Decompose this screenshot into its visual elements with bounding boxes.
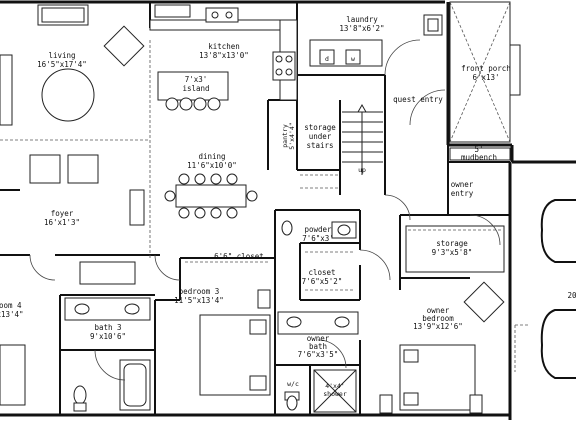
label-powder-name: powder — [304, 225, 332, 234]
owner-bedroom-fixtures — [359, 194, 505, 414]
label-stairs-up: up — [358, 166, 366, 174]
label-foyer-name: foyer — [51, 209, 74, 218]
label-laundry-dims: 13'8"x6'2" — [339, 24, 384, 33]
room-labels: living 16'5"x17'4" kitchen 13'8"x13'0" 7… — [0, 15, 576, 398]
label-owner-bath-dims: 7'6"x3'5" — [298, 350, 339, 359]
label-bath3-name: bath 3 — [94, 323, 121, 332]
label-powder-dims: 7'6"x3' — [302, 234, 334, 243]
kitchen-fixtures — [149, 4, 298, 258]
stairs — [300, 103, 383, 189]
label-owner-bedroom-1: owner — [427, 306, 450, 315]
label-dryer: d — [325, 55, 329, 63]
label-laundry-name: laundry — [346, 15, 378, 24]
label-owner-bath-1: owner — [307, 334, 330, 343]
owner-bath-fixtures — [277, 220, 359, 413]
label-storage-stairs-3: stairs — [306, 141, 333, 150]
label-owner-bath-2: bath — [309, 342, 327, 351]
label-dining-name: dining — [198, 152, 225, 161]
label-bedroom3-dims: 11'5"x13'4" — [174, 296, 224, 305]
label-owner-entry-1: owner — [451, 180, 474, 189]
label-living-name: living — [48, 51, 75, 60]
label-foyer-dims: 16'x1'3" — [44, 218, 80, 227]
bath3-fixtures — [64, 297, 151, 412]
label-front-porch-name: front porch — [461, 64, 511, 73]
label-storage-dims: 9'3"x5'8" — [432, 248, 473, 257]
foyer-fixtures — [0, 189, 181, 406]
label-mudbench-name: mudbench — [461, 153, 497, 162]
label-shower-name: shower — [323, 390, 347, 398]
label-front-porch-dims: 6'x13' — [472, 73, 499, 82]
label-owner-bedroom-2: bedroom — [422, 314, 454, 323]
dining-furniture — [164, 173, 258, 219]
label-pantry-name: pantry — [281, 124, 289, 148]
label-island-name: island — [182, 84, 209, 93]
label-pantry-dims: 5'x4'4" — [288, 122, 296, 149]
label-bath3-dims: 9'x10'6" — [90, 332, 126, 341]
label-closet-dims: 7'6"x5'2" — [302, 277, 343, 286]
label-dining-dims: 11'6"x10'0" — [187, 161, 237, 170]
label-bedroom4-dims: x13'4" — [0, 310, 24, 319]
label-owner-entry-2: entry — [451, 189, 474, 198]
label-garage-dims: 20 — [567, 291, 576, 300]
bedroom3-fixtures — [185, 261, 271, 396]
label-shower-dims: 4'x4' — [325, 382, 345, 390]
garage-cars — [514, 199, 576, 379]
label-hall-closet: 6'6" closet — [214, 252, 264, 261]
label-bedroom3-name: bedroom 3 — [179, 287, 220, 296]
label-wc: w/c — [287, 380, 299, 388]
porch — [449, 1, 521, 143]
label-storage-name: storage — [436, 239, 468, 248]
label-quest-entry: quest entry — [393, 95, 443, 104]
label-washer: w — [351, 55, 355, 63]
label-living-dims: 16'5"x17'4" — [37, 60, 87, 69]
living-furniture — [0, 4, 150, 184]
label-island-dims: 7'x3' — [185, 75, 208, 84]
laundry-fixtures — [309, 14, 446, 126]
label-bedroom4-name: room 4 — [0, 301, 22, 310]
walls — [0, 0, 576, 420]
label-storage-stairs-2: under — [309, 132, 332, 141]
label-kitchen-dims: 13'8"x13'0" — [199, 51, 249, 60]
mudbench — [449, 147, 511, 161]
label-closet-name: closet — [308, 268, 335, 277]
label-mudbench-dims: 5' — [474, 145, 483, 154]
label-storage-stairs-1: storage — [304, 123, 336, 132]
label-owner-bedroom-dims: 13'9"x12'6" — [413, 322, 463, 331]
label-kitchen-name: kitchen — [208, 42, 240, 51]
